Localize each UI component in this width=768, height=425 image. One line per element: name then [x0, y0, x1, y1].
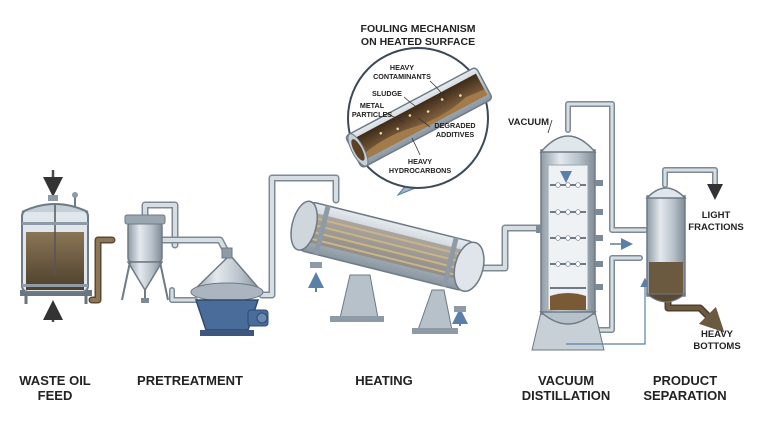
callout-heavy-hydrocarbons-2: HYDROCARBONS	[389, 166, 452, 175]
inset-title-line-2: ON HEATED SURFACE	[361, 36, 475, 48]
stage-heating: HEATING	[355, 373, 413, 388]
callout-degraded-additives-1: DEGRADED	[434, 121, 475, 130]
stage-pretreatment: PRETREATMENT	[137, 373, 243, 388]
inset-title-line-1: FOULING MECHANISM	[361, 23, 476, 35]
stage-product-separation-2: SEPARATION	[643, 388, 726, 403]
callout-metal-particles-2: PARTICLES	[352, 110, 392, 119]
stage-waste-oil-feed-2: FEED	[38, 388, 73, 403]
vacuum-label: VACUUM	[508, 117, 549, 128]
stage-vacuum-distillation-2: DISTILLATION	[522, 388, 611, 403]
callout-heavy-contaminants-2: CONTAMINANTS	[373, 72, 431, 81]
centrifuge-separator	[190, 247, 269, 336]
waste-oil-feed-tank	[20, 170, 92, 322]
stage-product-separation-1: PRODUCT	[653, 373, 717, 388]
heat-exchanger	[290, 200, 485, 334]
heavy-bottoms-label-1: HEAVY	[701, 329, 734, 340]
stage-vacuum-distillation-1: VACUUM	[538, 373, 594, 388]
product-separation-vessel: LIGHT FRACTIONS HEAVY BOTTOMS	[645, 184, 744, 352]
callout-sludge: SLUDGE	[372, 89, 402, 98]
light-fractions-label-1: LIGHT	[702, 210, 731, 221]
process-piping	[88, 101, 718, 333]
stage-labels: WASTE OIL FEED PRETREATMENT HEATING VACU…	[19, 373, 726, 403]
fouling-inset: FOULING MECHANISM ON HEATED SURFACE HEAV…	[345, 23, 493, 197]
callout-metal-particles-1: METAL	[360, 101, 385, 110]
pretreatment-filter	[121, 214, 169, 303]
heavy-bottoms-label-2: BOTTOMS	[693, 341, 740, 352]
light-fractions-label-2: FRACTIONS	[688, 222, 743, 233]
vacuum-distillation-column: VACUUM	[508, 117, 650, 351]
callout-heavy-contaminants-1: HEAVY	[390, 63, 414, 72]
callout-heavy-hydrocarbons-1: HEAVY	[408, 157, 432, 166]
callout-degraded-additives-2: ADDITIVES	[436, 130, 475, 139]
stage-waste-oil-feed-1: WASTE OIL	[19, 373, 91, 388]
